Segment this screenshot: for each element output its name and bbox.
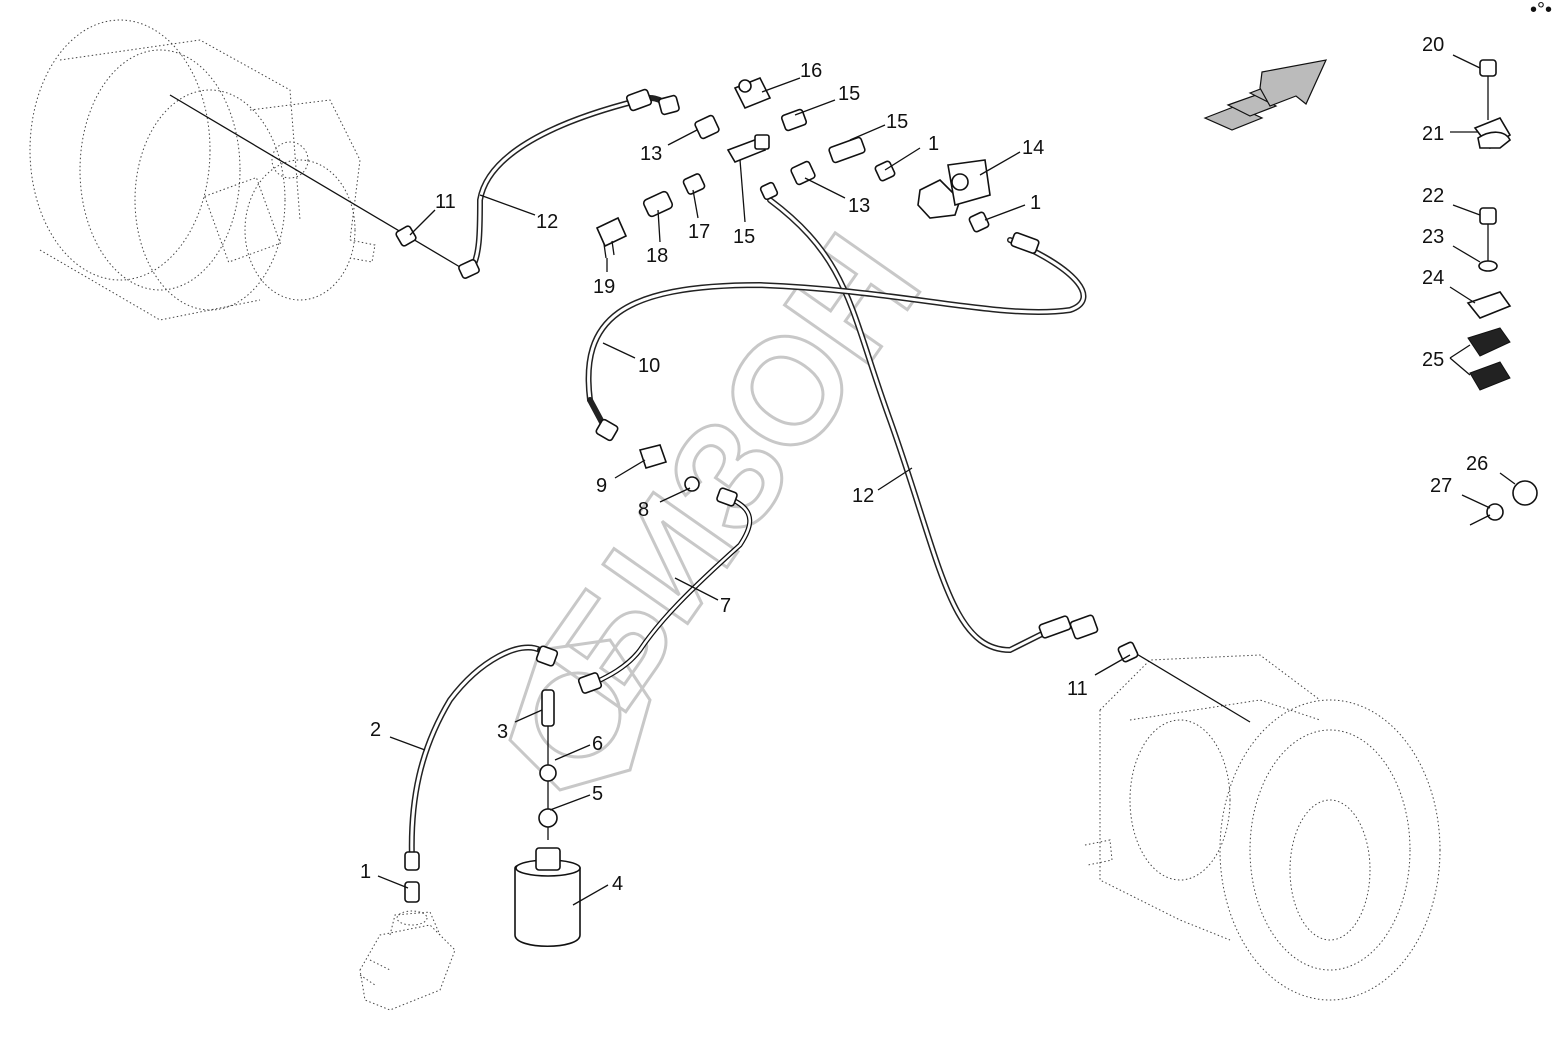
callout-5: 5 <box>592 783 603 805</box>
callout-2: 2 <box>370 719 381 741</box>
callout-8: 8 <box>638 499 649 521</box>
callout-10: 10 <box>638 355 660 377</box>
callout-22: 22 <box>1422 185 1444 207</box>
brake-valve-icon <box>917 159 991 219</box>
callout-3: 3 <box>497 721 508 743</box>
callout-18: 18 <box>646 245 668 267</box>
svg-text:•°•: •°• <box>1530 0 1552 21</box>
callout-4: 4 <box>612 873 623 895</box>
callout-26: 26 <box>1466 453 1488 475</box>
callout-11-top: 11 <box>435 191 456 213</box>
callout-11-bottom: 11 <box>1067 678 1088 700</box>
callout-15-top: 15 <box>838 83 860 105</box>
callout-13-right: 13 <box>848 195 870 217</box>
callout-15-bottom: 15 <box>733 226 755 248</box>
callout-27: 27 <box>1430 475 1452 497</box>
callout-14: 14 <box>1022 137 1044 159</box>
callout-19: 19 <box>593 276 615 298</box>
callout-1-bottom: 1 <box>360 861 371 883</box>
callout-9: 9 <box>596 475 607 497</box>
watermark-logo <box>508 638 652 792</box>
pipes <box>408 95 1087 863</box>
callout-7: 7 <box>720 595 731 617</box>
callout-23: 23 <box>1422 226 1444 248</box>
valve-block-icon <box>359 910 456 1011</box>
callout-1-top: 1 <box>928 133 939 155</box>
callout-6: 6 <box>592 733 603 755</box>
direction-arrow-icon <box>1203 59 1328 131</box>
callout-21: 21 <box>1422 123 1444 145</box>
callout-15-mid: 15 <box>886 111 908 133</box>
fittings <box>395 76 1139 903</box>
hardware-parts <box>1466 59 1538 521</box>
callout-24: 24 <box>1422 267 1444 289</box>
fluid-reservoir-icon <box>514 847 581 948</box>
callout-17: 17 <box>688 221 710 243</box>
callout-1-valve: 1 <box>1030 192 1041 214</box>
callout-13-left: 13 <box>640 143 662 165</box>
callout-20: 20 <box>1422 34 1444 56</box>
leader-lines <box>377 54 1516 906</box>
rear-drive-motor-icon <box>1084 654 1441 1001</box>
front-drive-motor-icon <box>29 19 376 321</box>
callout-12-bottom: 12 <box>852 485 874 507</box>
callout-25: 25 <box>1422 349 1444 371</box>
callout-12-top: 12 <box>536 211 558 233</box>
callout-16: 16 <box>800 60 822 82</box>
callout-labels: 1 1 1 2 3 4 5 6 7 8 9 10 11 11 12 12 13 … <box>360 34 1488 895</box>
